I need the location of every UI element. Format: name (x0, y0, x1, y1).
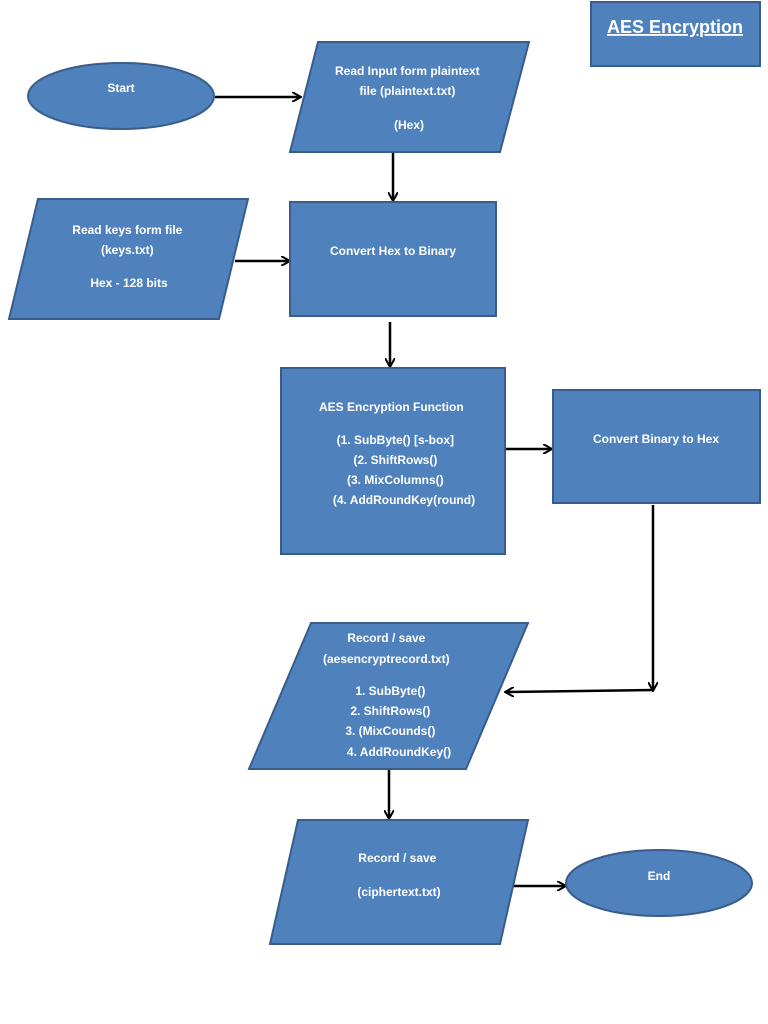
node-record-cipher-text: Record / save (ciphertext.txt) (357, 851, 440, 899)
title-text: AES Encryption (607, 17, 743, 37)
node-end-text: End (648, 869, 671, 883)
node-binary-to-hex: Convert Binary to Hex (552, 389, 761, 504)
node-end: End (565, 849, 753, 917)
node-hex-to-binary: Convert Hex to Binary (289, 201, 497, 317)
node-record-rounds-text: Record / save (aesencryptrecord.txt) 1. … (323, 631, 453, 759)
node-read-keys: Read keys form file (keys.txt) Hex - 128… (7, 198, 250, 320)
title-box: AES Encryption (590, 1, 761, 67)
node-start: Start (27, 62, 215, 130)
node-record-rounds: Record / save (aesencryptrecord.txt) 1. … (247, 622, 530, 770)
node-read-keys-text: Read keys form file (keys.txt) Hex - 128… (72, 223, 185, 290)
node-aes-function: AES Encryption Function (1. SubByte() [s… (280, 367, 506, 555)
node-hex-to-binary-text: Convert Hex to Binary (330, 244, 456, 258)
node-aes-function-text: AES Encryption Function (1. SubByte() [s… (319, 400, 475, 507)
node-record-cipher: Record / save (ciphertext.txt) (268, 819, 530, 945)
node-start-text: Start (107, 81, 134, 95)
node-read-input-text: Read Input form plaintext file (plaintex… (335, 64, 483, 132)
node-binary-to-hex-text: Convert Binary to Hex (593, 432, 719, 446)
arrow-binary-to-record (506, 690, 654, 692)
node-read-input: Read Input form plaintext file (plaintex… (288, 41, 531, 153)
